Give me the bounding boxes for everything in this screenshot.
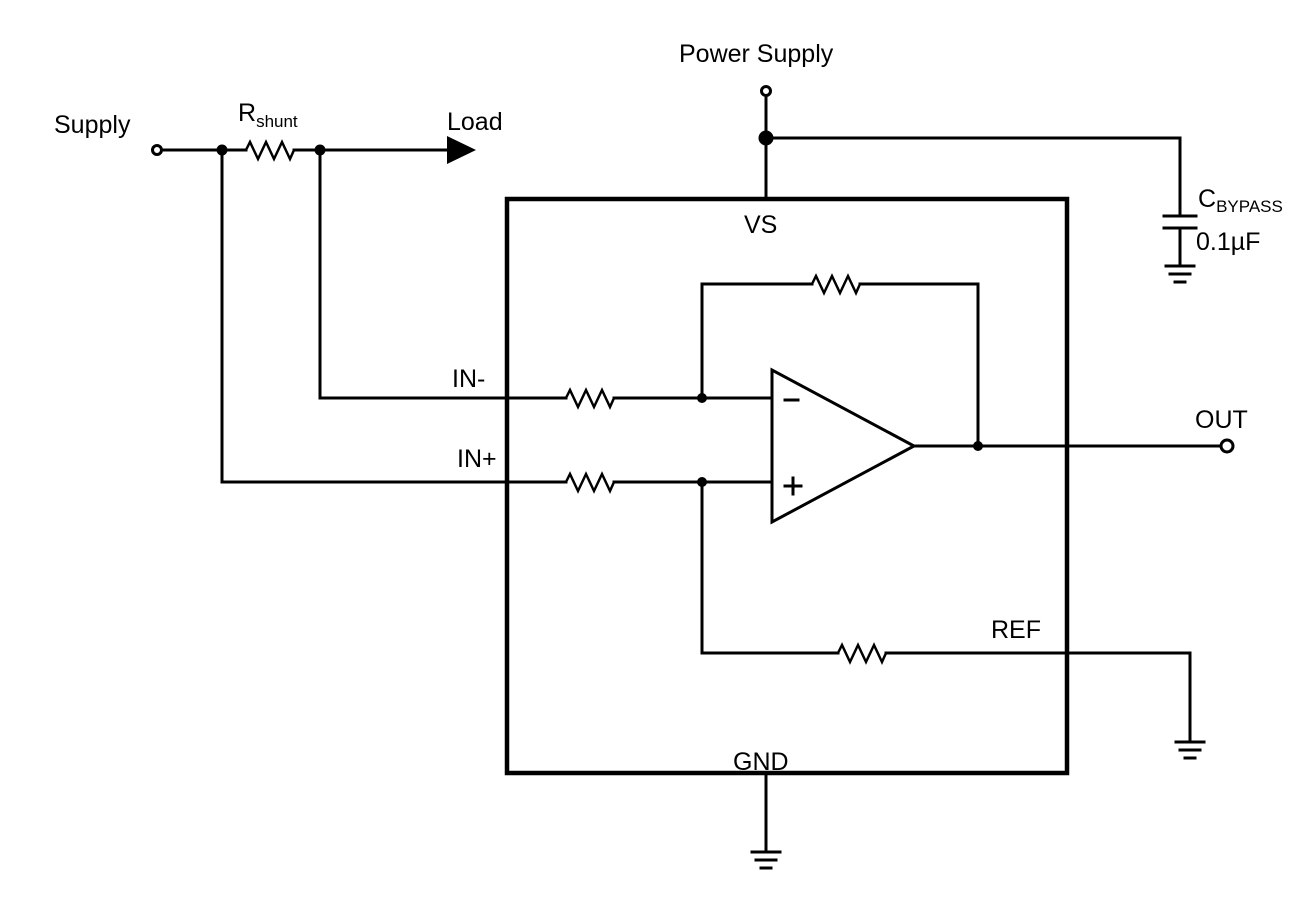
power-supply-terminal: [760, 85, 772, 97]
ref-label: REF: [991, 616, 1041, 644]
c-bypass-value: 0.1µF: [1196, 228, 1260, 256]
ground-icon: [750, 850, 782, 870]
in-minus-net: [318, 148, 774, 411]
out-terminal: [1219, 438, 1235, 454]
op-amp-plus-sign: [783, 476, 803, 496]
ref-resistor: [836, 642, 888, 666]
gnd-pin-label: GND: [733, 748, 789, 776]
feedback-resistor: [810, 273, 862, 297]
in-plus-net: [220, 148, 774, 495]
in-minus-resistor: [564, 387, 616, 411]
vs-pin-label: VS: [744, 211, 777, 239]
shunt-path: [151, 136, 476, 164]
gnd-net: [750, 773, 782, 870]
load-label: Load: [447, 108, 503, 136]
in-plus-resistor: [564, 471, 616, 495]
ground-icon: [1164, 264, 1196, 284]
supply-terminal: [151, 144, 163, 156]
supply-label: Supply: [54, 111, 131, 139]
power-supply-net: [758, 85, 1198, 284]
shunt-resistor: [244, 139, 296, 163]
ground-icon: [1174, 740, 1206, 760]
power-supply-label: Power Supply: [679, 40, 834, 68]
out-net: [912, 438, 1235, 454]
ref-net: [700, 480, 1206, 760]
out-label: OUT: [1195, 406, 1248, 434]
r-shunt-label: Rshunt: [238, 99, 298, 131]
op-amp: [770, 367, 918, 525]
c-bypass-label: CBYPASS: [1198, 185, 1283, 216]
in-minus-label: IN-: [452, 365, 485, 393]
feedback-net: [700, 273, 980, 446]
in-plus-label: IN+: [457, 445, 497, 473]
ic-package: [504, 196, 1070, 776]
load-arrow-icon: [447, 136, 476, 164]
